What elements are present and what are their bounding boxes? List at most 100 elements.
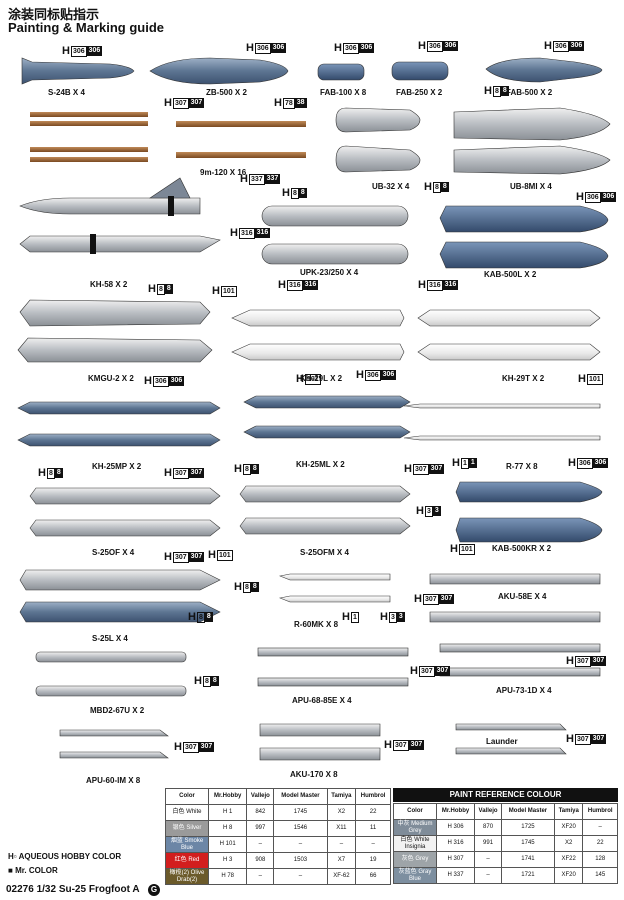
upk-23-pod bbox=[261, 205, 409, 265]
label-s-25l: S-25L X 4 bbox=[92, 634, 128, 643]
label-ub-32: UB-32 X 4 bbox=[372, 182, 410, 191]
label-zb-500: ZB-500 X 2 bbox=[206, 88, 247, 97]
cell-vallejo: – bbox=[474, 851, 503, 868]
legend-mr: ■ Mr. COLOR bbox=[8, 866, 58, 875]
label-s-25of: S-25OF X 4 bbox=[92, 548, 135, 557]
cell-humbrol: 22 bbox=[582, 835, 618, 852]
cell-humbrol: 66 bbox=[355, 868, 391, 885]
cell-mm: 1741 bbox=[501, 851, 555, 868]
legend-aqueous-text: AQUEOUS HOBBY COLOR bbox=[18, 852, 122, 861]
hobby-code: H 306 bbox=[435, 819, 476, 836]
col-hobby: Mr.Hobby bbox=[435, 803, 476, 820]
cell-mm: 1745 bbox=[501, 835, 555, 852]
fab-250-bomb bbox=[391, 61, 449, 81]
label-fab-100: FAB-100 X 8 bbox=[320, 88, 367, 97]
label-fab-500: FAB-500 X 2 bbox=[506, 88, 553, 97]
label-s-25ofm: S-25OFM X 4 bbox=[300, 548, 349, 557]
cell-tamiya: X2 bbox=[553, 835, 584, 852]
cell-tamiya: – bbox=[326, 836, 357, 853]
label-aku-170: AKU-170 X 8 bbox=[290, 770, 338, 779]
mbd2-67u-rack bbox=[35, 651, 187, 697]
s-25l-rocket bbox=[19, 569, 221, 623]
col-color: Color bbox=[393, 803, 437, 820]
cell-vallejo: – bbox=[246, 836, 275, 853]
color-swatch: 白色 White Insignia bbox=[393, 835, 437, 852]
apu-60-im-launcher bbox=[59, 729, 169, 759]
cell-vallejo: 997 bbox=[246, 820, 275, 837]
color-swatch: 灰色 Grey bbox=[393, 851, 437, 868]
label-kh-25ml: KH-25ML X 2 bbox=[296, 460, 345, 469]
cell-humbrol: 22 bbox=[355, 804, 391, 821]
label-kh-29l: KH-29L X 2 bbox=[300, 374, 343, 383]
kab-500kr-bomb bbox=[455, 481, 603, 543]
color-swatch: 红色 Red bbox=[165, 852, 209, 869]
label-s-24b: S-24B X 4 bbox=[48, 88, 85, 97]
cell-humbrol: – bbox=[355, 836, 391, 853]
label-fab-250: FAB-250 X 2 bbox=[396, 88, 443, 97]
legend-aqueous: H▫ AQUEOUS HOBBY COLOR bbox=[8, 852, 121, 861]
col-tamiya: Tamiya bbox=[326, 788, 357, 805]
cell-humbrol: 128 bbox=[582, 851, 618, 868]
r-77-missile bbox=[403, 403, 601, 441]
cell-vallejo: 908 bbox=[246, 852, 275, 869]
cell-tamiya: XF-62 bbox=[326, 868, 357, 885]
col-hobby: Mr.Hobby bbox=[207, 788, 248, 805]
kh-58-missile bbox=[19, 177, 221, 254]
label-apu-68: APU-68-85E X 4 bbox=[292, 696, 352, 705]
color-swatch: 灰蓝色 Gray Blue bbox=[393, 867, 437, 884]
kmgu-2-pod bbox=[17, 299, 213, 363]
ub-32-pod bbox=[335, 107, 421, 173]
hobby-code: H 3 bbox=[207, 852, 248, 869]
col-vallejo: Vallejo bbox=[474, 803, 503, 820]
cell-mm: 1546 bbox=[273, 820, 328, 837]
col-tamiya: Tamiya bbox=[553, 803, 584, 820]
label-kh-58: KH-58 X 2 bbox=[90, 280, 128, 289]
cell-mm: – bbox=[273, 836, 328, 853]
cell-vallejo: 842 bbox=[246, 804, 275, 821]
color-swatch: 烟蓝 Smoke Blue bbox=[165, 836, 209, 853]
label-upk: UPK-23/250 X 4 bbox=[300, 268, 359, 277]
color-swatch: 中灰 Medium Grey bbox=[393, 819, 437, 836]
legend-box-icon: ■ bbox=[8, 866, 13, 875]
col-color: Color bbox=[165, 788, 209, 805]
aku-170-launcher bbox=[259, 723, 381, 761]
hobby-code: H 307 bbox=[435, 851, 476, 868]
label-launder: Launder bbox=[486, 737, 518, 746]
cell-tamiya: XF20 bbox=[553, 819, 584, 836]
cell-vallejo: – bbox=[246, 868, 275, 885]
label-apu-60: APU-60-IM X 8 bbox=[86, 776, 141, 785]
col-humbrol: Humbrol bbox=[582, 803, 618, 820]
label-ub-8mi: UB-8MI X 4 bbox=[510, 182, 552, 191]
kh-29t-missile bbox=[417, 309, 601, 361]
label-kab-500l: KAB-500L X 2 bbox=[484, 270, 537, 279]
legend-h-icon: H▫ bbox=[8, 852, 17, 861]
cell-humbrol: 19 bbox=[355, 852, 391, 869]
ub-8mi-pod bbox=[453, 107, 611, 175]
cell-mm: 1745 bbox=[273, 804, 328, 821]
color-swatch: 白色 White bbox=[165, 804, 209, 821]
